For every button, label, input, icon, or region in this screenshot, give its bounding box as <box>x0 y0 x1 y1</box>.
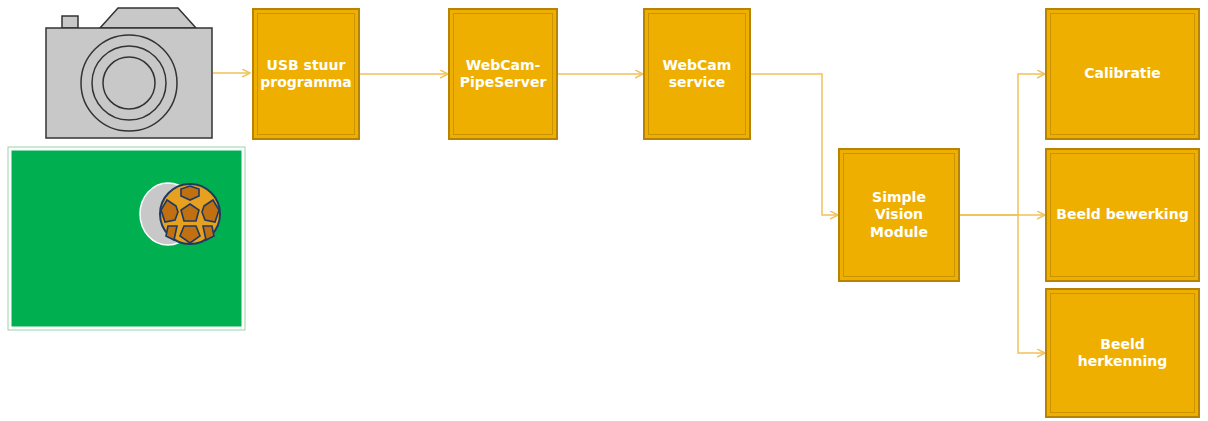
flow-arrow <box>558 73 643 75</box>
flow-arrow <box>751 74 838 215</box>
process-box: WebCam-PipeServer <box>448 8 558 140</box>
camera-icon <box>46 8 212 138</box>
flow-arrow <box>960 74 1045 215</box>
box-label: Beeld herkenning <box>1055 336 1190 371</box>
process-box: Beeld herkenning <box>1045 288 1200 418</box>
field-picture <box>8 147 245 330</box>
box-label: Calibratie <box>1084 65 1161 83</box>
flow-arrow <box>360 73 448 75</box>
process-box: Calibratie <box>1045 8 1200 140</box>
process-box: WebCam service <box>643 8 751 140</box>
process-box: Simple Vision Module <box>838 148 960 282</box>
box-label: WebCam service <box>653 57 741 92</box>
camera-arrow <box>213 72 250 74</box>
process-box: USB stuur programma <box>252 8 360 140</box>
box-label: Beeld bewerking <box>1056 206 1188 224</box>
box-label: Simple Vision Module <box>848 189 950 242</box>
process-box: Beeld bewerking <box>1045 148 1200 282</box>
box-label: USB stuur programma <box>260 57 352 92</box>
flow-arrow <box>960 215 1045 353</box>
box-label: WebCam-PipeServer <box>458 57 548 92</box>
